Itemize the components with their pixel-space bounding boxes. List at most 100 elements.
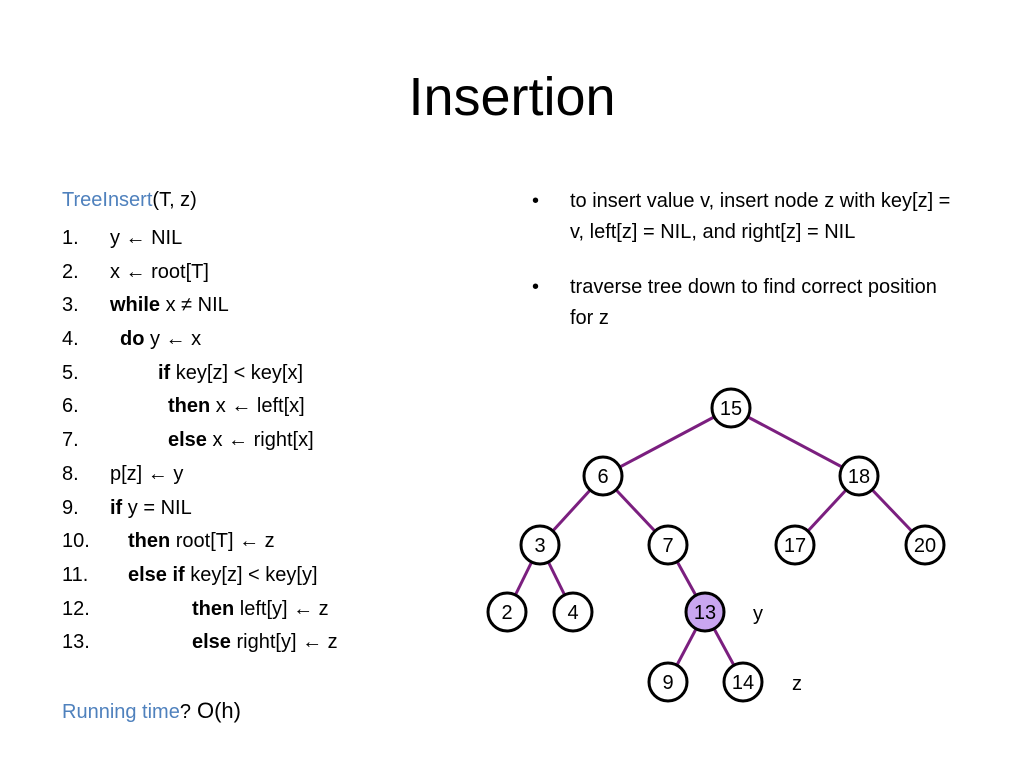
tree-node-20: 20 bbox=[904, 524, 946, 566]
line-number: 3. bbox=[62, 294, 79, 317]
keyword: if bbox=[158, 361, 171, 384]
line-text: if key[z] < key[x] bbox=[158, 359, 303, 387]
tree-node-2: 2 bbox=[486, 591, 528, 633]
line-number: 2. bbox=[62, 260, 79, 283]
node-label: 18 bbox=[848, 466, 870, 488]
keyword: then bbox=[168, 395, 211, 418]
tree-node-15: 15 bbox=[710, 387, 752, 429]
node-circle bbox=[722, 661, 764, 703]
algorithm-header: TreeInsert(T, z) bbox=[62, 186, 197, 214]
keyword: if bbox=[110, 496, 123, 519]
pseudocode: 1. y ← NIL 2. x ← root[T] 3. while x ≠ NIL 4.d… bbox=[62, 224, 482, 662]
node-label: 17 bbox=[784, 535, 806, 557]
tree-node-9: 9 bbox=[647, 661, 689, 703]
node-circle bbox=[647, 661, 689, 703]
line-text: else if key[z] < key[y] bbox=[128, 561, 318, 589]
statement: root[T] ← z bbox=[170, 530, 275, 553]
line-number: 6. bbox=[62, 395, 79, 418]
bullet-text: traverse tree down to find correct posit… bbox=[570, 276, 937, 329]
keyword: else if bbox=[128, 563, 185, 586]
running-time-question: ? bbox=[179, 701, 191, 723]
bullet-list: • to insert value v, insert node z with … bbox=[532, 186, 962, 358]
tree-node-13: 13 bbox=[684, 591, 726, 633]
bullet-dot: • bbox=[532, 190, 540, 212]
node-circle bbox=[582, 455, 624, 497]
code-line: 1. y ← NIL bbox=[62, 224, 482, 258]
line-text: then x ← left[x] bbox=[168, 392, 305, 420]
line-number: 5. bbox=[62, 361, 79, 384]
algorithm-name: TreeInsert bbox=[62, 189, 153, 211]
line-text: x ← root[T] bbox=[110, 258, 209, 286]
line-number: 8. bbox=[62, 462, 79, 485]
node-label: 15 bbox=[720, 398, 742, 420]
statement: x ← left[x] bbox=[210, 395, 305, 418]
node-circle bbox=[684, 591, 726, 633]
line-text: else right[y] ← z bbox=[192, 628, 338, 656]
node-label: 7 bbox=[662, 535, 673, 557]
tree-node-4: 4 bbox=[552, 591, 594, 633]
node-circle bbox=[710, 387, 752, 429]
statement: x ≠ NIL bbox=[160, 294, 229, 317]
statement: key[z] < key[y] bbox=[184, 563, 318, 586]
statement: x ← root[T] bbox=[110, 260, 209, 283]
line-number: 7. bbox=[62, 429, 79, 452]
tree-node-7: 7 bbox=[647, 524, 689, 566]
line-number: 9. bbox=[62, 496, 79, 519]
algorithm-args: (T, z) bbox=[152, 189, 197, 211]
code-line: 7. else x ← right[x] bbox=[62, 426, 482, 460]
tree-node-14: 14 bbox=[722, 661, 764, 703]
code-line: 5. if key[z] < key[x] bbox=[62, 359, 482, 393]
code-line: 9. if y = NIL bbox=[62, 494, 482, 528]
line-number: 10. bbox=[62, 530, 90, 553]
code-line: 6. then x ← left[x] bbox=[62, 392, 482, 426]
code-line: 3. while x ≠ NIL bbox=[62, 291, 482, 325]
tree-node-6: 6 bbox=[582, 455, 624, 497]
node-circle bbox=[774, 524, 816, 566]
statement: y ← NIL bbox=[110, 227, 183, 249]
statement: p[z] ← y bbox=[110, 462, 184, 485]
line-text: then left[y] ← z bbox=[192, 595, 329, 623]
statement: key[z] < key[x] bbox=[170, 361, 304, 384]
tree-node-3: 3 bbox=[519, 524, 561, 566]
code-line: 13. else right[y] ← z bbox=[62, 628, 482, 662]
keyword: else bbox=[192, 631, 231, 654]
node-label: 2 bbox=[501, 602, 512, 624]
statement: right[y] ← z bbox=[230, 631, 338, 654]
statement: left[y] ← z bbox=[234, 597, 329, 620]
code-line: 8. p[z] ← y bbox=[62, 460, 482, 494]
statement: x ← right[x] bbox=[206, 429, 314, 452]
line-text: if y = NIL bbox=[110, 494, 192, 522]
running-time-answer: O(h) bbox=[196, 698, 241, 723]
keyword: then bbox=[192, 597, 235, 620]
keyword: then bbox=[128, 530, 171, 553]
bullet-dot: • bbox=[532, 276, 540, 298]
node-circle bbox=[838, 455, 880, 497]
line-text: else x ← right[x] bbox=[168, 426, 314, 454]
line-number: 12. bbox=[62, 597, 90, 620]
annotation-y: y bbox=[753, 603, 763, 625]
line-number: 11. bbox=[62, 563, 89, 586]
bst-diagram: 15 6 18 3 7 17 20 2 4 13 9 14 y z bbox=[486, 387, 946, 703]
slide-title: Insertion bbox=[408, 67, 616, 127]
node-label: 3 bbox=[534, 535, 545, 557]
node-circle bbox=[519, 524, 561, 566]
keyword: do bbox=[120, 328, 145, 351]
code-line: 11. else if key[z] < key[y] bbox=[62, 561, 482, 595]
node-circle bbox=[552, 591, 594, 633]
statement: y ← x bbox=[144, 328, 202, 351]
node-circle bbox=[486, 591, 528, 633]
node-label: 13 bbox=[694, 602, 716, 624]
node-label: 14 bbox=[732, 672, 754, 694]
node-circle bbox=[647, 524, 689, 566]
line-text: p[z] ← y bbox=[110, 460, 183, 488]
line-number: 1. bbox=[62, 227, 79, 249]
bullet-item: • traverse tree down to find correct pos… bbox=[532, 272, 962, 334]
line-text: do y ← x bbox=[120, 325, 201, 353]
tree-edge bbox=[730, 406, 860, 478]
code-line: 4.do y ← x bbox=[62, 325, 482, 359]
keyword: while bbox=[110, 294, 161, 317]
line-number: 13. bbox=[62, 631, 90, 654]
annotation-z: z bbox=[792, 673, 802, 695]
code-line: 10. then root[T] ← z bbox=[62, 527, 482, 561]
tree-node-17: 17 bbox=[774, 524, 816, 566]
